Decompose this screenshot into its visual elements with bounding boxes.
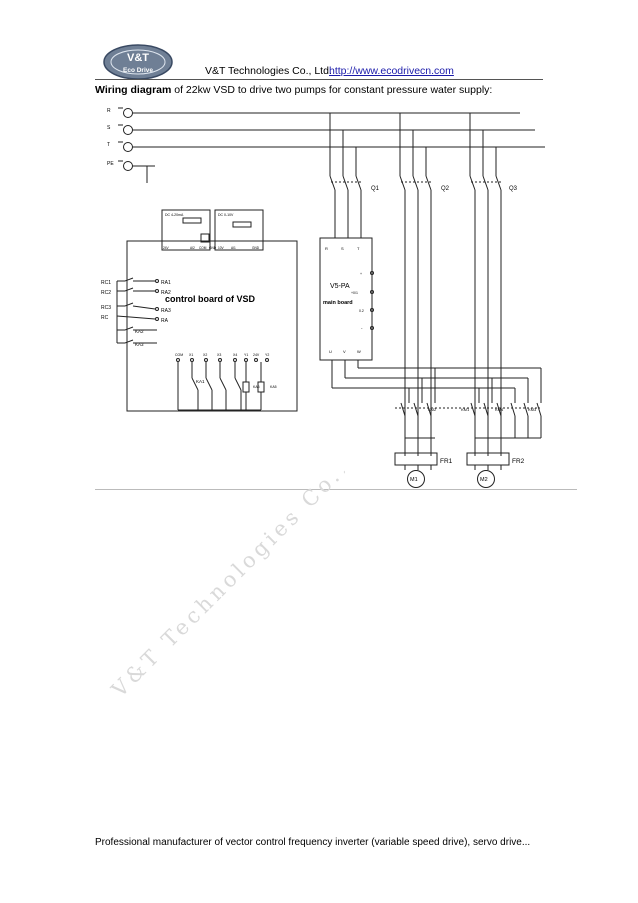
bottom-terminal: X4 bbox=[233, 353, 237, 357]
pressure-terminal: COM bbox=[199, 246, 207, 250]
pressure-terminal: 10V bbox=[218, 246, 225, 250]
relay-coil-label: KA3 bbox=[135, 342, 144, 347]
control-board-label: control board of VSD bbox=[165, 294, 256, 304]
motor-m2 bbox=[477, 470, 495, 488]
relay-coil-label: KA2 bbox=[135, 329, 144, 334]
breaker-q3 bbox=[469, 113, 502, 456]
phase-label: PE bbox=[107, 161, 114, 167]
pressure-terminal: AI1 bbox=[231, 246, 236, 250]
main-board-output-v: V bbox=[343, 349, 346, 354]
main-board-side-terminal: 0.2 bbox=[359, 309, 364, 313]
header-company-name: V&T Technologies Co., Ltd. bbox=[205, 65, 332, 77]
logo-text-eco-drive: Eco Drive bbox=[123, 67, 153, 74]
header-website-link[interactable]: http://www.ecodrivecn.com bbox=[329, 65, 454, 77]
logo-text-vt: V&T bbox=[127, 52, 149, 64]
page-footer: Professional manufacturer of vector cont… bbox=[95, 837, 531, 848]
pressure-terminal: AI2 bbox=[190, 246, 195, 250]
main-board-input-r: R bbox=[325, 246, 328, 251]
contactor-row bbox=[395, 402, 542, 439]
phase-labels: R S T PE bbox=[107, 108, 114, 167]
left-terminal: RC bbox=[101, 315, 109, 321]
contactor-label: KM3 bbox=[528, 407, 537, 412]
phase-rows bbox=[118, 107, 545, 183]
contactor-label: KM4 bbox=[495, 407, 504, 412]
main-board-output-w: W bbox=[357, 349, 361, 354]
pressure-terminal: 24V bbox=[163, 246, 170, 250]
main-board-text: R S T V5-PA main board + +0/1 0.2 - U V … bbox=[323, 246, 364, 354]
relay-wiring bbox=[116, 277, 159, 344]
contactor-labels: KM2 KM1 KM4 KM3 bbox=[428, 407, 537, 412]
wiring-diagram: R S T PE Q1 Q2 Q3 R S T V5-PA main board… bbox=[101, 107, 545, 488]
overload-labels: FR1 FR2 bbox=[440, 458, 525, 465]
relay-terminal: RA1 bbox=[161, 280, 171, 286]
sensor-potentiometer bbox=[232, 221, 252, 228]
main-board-side-terminal: +0/1 bbox=[351, 291, 358, 295]
bottom-terminal: X1 bbox=[189, 353, 193, 357]
pressure-terminal: GND bbox=[252, 246, 260, 250]
motor-output-wiring bbox=[331, 360, 542, 403]
pressure-right-label: DC 0-10V bbox=[218, 213, 234, 217]
relay-terminal: RA bbox=[161, 318, 169, 324]
main-board-title: V5-PA bbox=[330, 283, 350, 290]
bottom-relay-coil: KA6 bbox=[253, 385, 260, 389]
main-board-side-terminals bbox=[370, 271, 374, 330]
control-board-text: DC 4-20mA DC 0-10V 24V AI2 COM GND 10V A… bbox=[101, 213, 277, 389]
main-board-label: main board bbox=[323, 300, 353, 306]
pressure-sensor-left-box bbox=[161, 209, 211, 251]
bottom-terminal: X2 bbox=[203, 353, 207, 357]
relay-terminal: RA3 bbox=[161, 308, 171, 314]
main-board-input-t: T bbox=[357, 246, 360, 251]
left-terminal: RC2 bbox=[101, 290, 111, 296]
overload-label: FR2 bbox=[512, 458, 525, 465]
page-title-rest: of 22kw VSD to drive two pumps for const… bbox=[171, 84, 493, 96]
contactor-label: KM1 bbox=[461, 407, 470, 412]
motor-label: M2 bbox=[480, 477, 488, 483]
sensor-jumper bbox=[200, 233, 210, 243]
breaker-label: Q1 bbox=[371, 186, 380, 192]
company-logo: V&T Eco Drive bbox=[103, 44, 173, 80]
phase-label: T bbox=[107, 142, 110, 148]
bottom-terminal: Y1 bbox=[244, 353, 248, 357]
pressure-terminal: GND bbox=[209, 246, 217, 250]
motor-m1 bbox=[407, 470, 425, 488]
control-board-box bbox=[126, 240, 298, 412]
bottom-terminal: Y2 bbox=[265, 353, 269, 357]
phase-label: S bbox=[107, 125, 111, 131]
pressure-sensor-right-box bbox=[214, 209, 264, 251]
diagram-crop-line bbox=[95, 489, 577, 490]
bottom-terminal: X3 bbox=[217, 353, 221, 357]
relay-terminal: RA2 bbox=[161, 290, 171, 296]
sensor-resistor bbox=[182, 217, 202, 224]
header-divider bbox=[95, 79, 543, 80]
motor-labels: M1 M2 bbox=[410, 477, 488, 483]
main-board-side-terminal: + bbox=[360, 272, 362, 276]
bottom-terminal: COM bbox=[175, 353, 183, 357]
breaker-q1 bbox=[329, 113, 362, 238]
digital-input-wiring bbox=[176, 358, 269, 411]
main-board-box bbox=[319, 237, 373, 361]
breaker-label: Q3 bbox=[509, 186, 518, 192]
left-terminal: RC3 bbox=[101, 305, 111, 311]
contactor-label: KM2 bbox=[428, 407, 437, 412]
page-title-bold: Wiring diagram bbox=[95, 84, 172, 96]
page-title: Wiring diagram of 22kw VSD to drive two … bbox=[95, 84, 492, 96]
main-board-output-u: U bbox=[329, 349, 332, 354]
breaker-label: Q2 bbox=[441, 186, 450, 192]
breaker-labels: Q1 Q2 Q3 bbox=[371, 186, 518, 192]
phase-label: R bbox=[107, 108, 111, 114]
motor-label: M1 bbox=[410, 477, 418, 483]
pressure-left-label: DC 4-20mA bbox=[165, 213, 184, 217]
main-board-side-terminal: - bbox=[361, 326, 363, 331]
overload-label: FR1 bbox=[440, 458, 453, 465]
breaker-q2 bbox=[399, 113, 432, 456]
bottom-relay-label: KA1 bbox=[196, 379, 205, 384]
left-terminal: RC1 bbox=[101, 280, 111, 286]
overload-relay-fr1 bbox=[394, 452, 438, 466]
main-board-input-s: S bbox=[341, 246, 344, 251]
bottom-relay-coil: KA5 bbox=[270, 385, 277, 389]
bottom-terminal: 24V bbox=[253, 353, 260, 357]
